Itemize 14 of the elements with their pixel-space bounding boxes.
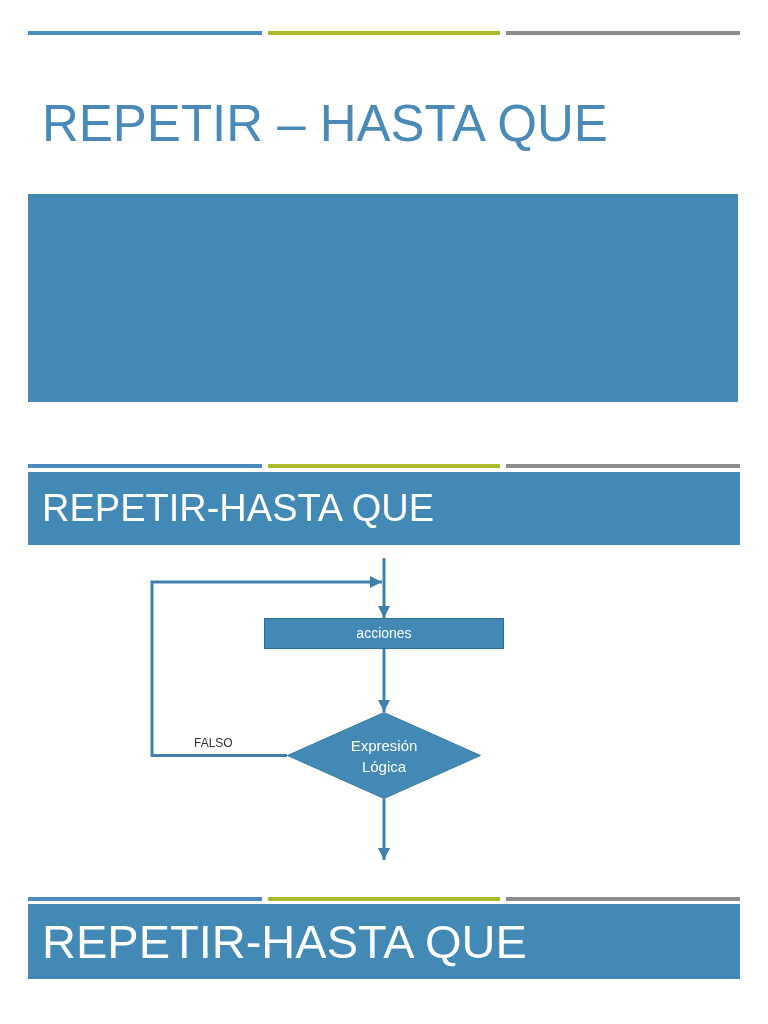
flow-arrow xyxy=(378,649,390,712)
decision-diamond xyxy=(287,712,481,799)
flow-arrow xyxy=(378,558,390,618)
decision-label: Expresión Lógica xyxy=(349,735,419,777)
flow-arrow xyxy=(378,799,390,860)
content-panel xyxy=(28,194,738,402)
slide-title: REPETIR – HASTA QUE xyxy=(42,98,608,149)
process-box xyxy=(264,618,504,649)
band-heading: REPETIR-HASTA QUE xyxy=(42,487,435,530)
band-heading: REPETIR-HASTA QUE xyxy=(42,915,527,968)
heading-band xyxy=(28,472,740,545)
process-label: acciones xyxy=(356,625,412,642)
flow-arrow xyxy=(150,576,382,757)
heading-band xyxy=(28,904,740,979)
